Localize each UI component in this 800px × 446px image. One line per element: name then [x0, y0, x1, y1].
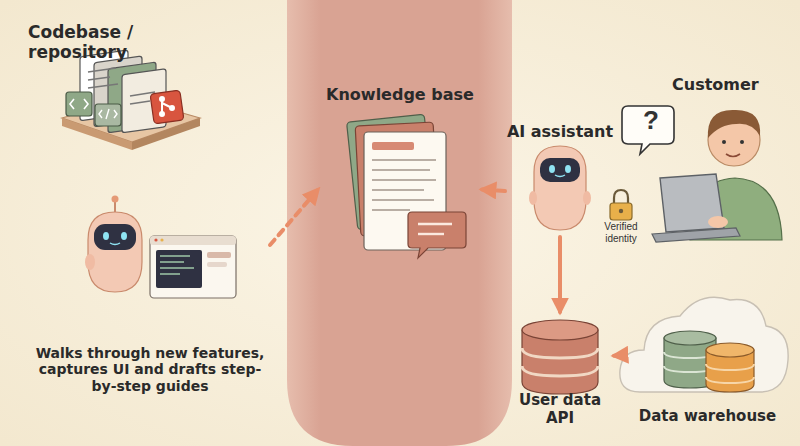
diagram-node: Knowledge base	[318, 85, 482, 275]
diagram-node: Data warehouse	[625, 285, 790, 425]
guide-robot	[85, 196, 236, 299]
flow-arrow	[558, 237, 562, 312]
diagram-node: Codebase / repository	[28, 22, 228, 147]
diagram-node: Customer	[640, 75, 790, 245]
node-text: Walks through new features, captures UI …	[35, 345, 265, 395]
node-text: Customer	[672, 75, 759, 94]
flow-arrow	[614, 353, 625, 358]
diagram-node: Walks through new features, captures UI …	[30, 195, 270, 395]
node-text: User data API	[506, 391, 614, 427]
database-icon	[522, 320, 598, 394]
assistant-robot	[529, 146, 591, 230]
diagram-node: AI assistant	[505, 122, 615, 237]
node-text: Codebase / repository	[28, 22, 228, 63]
lock-icon	[610, 190, 632, 220]
knowledge-band	[287, 0, 512, 446]
flow-arrow	[482, 190, 505, 192]
flow-arrow	[270, 190, 318, 246]
cloud-warehouse	[620, 297, 788, 392]
customer-person	[622, 106, 782, 242]
codebase-illustration	[62, 50, 200, 150]
document-stack	[347, 114, 466, 258]
diagram-node: User data API	[506, 312, 614, 427]
node-text: AI assistant	[507, 122, 613, 141]
question-mark: ?	[628, 106, 674, 136]
node-text: Data warehouse	[639, 407, 776, 425]
identity-note: Verified identity	[590, 221, 652, 244]
node-text: Knowledge base	[326, 85, 474, 104]
